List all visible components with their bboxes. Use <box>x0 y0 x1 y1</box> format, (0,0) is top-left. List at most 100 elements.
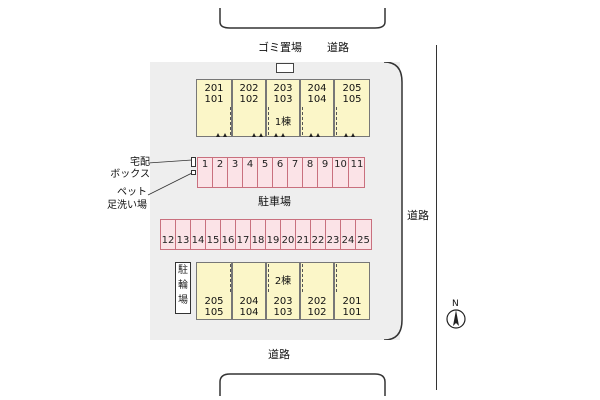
parking-space: 18 <box>251 220 266 249</box>
bicycle-parking: 駐 輪 場 <box>175 262 191 314</box>
parking-number: 19 <box>266 235 280 246</box>
building-1-name: 1棟 <box>274 117 292 128</box>
building-2-name: 2棟 <box>274 276 292 287</box>
building-2-unit: 203 103 <box>266 262 300 320</box>
road-label-right: 道路 <box>407 209 429 222</box>
road-label-top: 道路 <box>327 41 349 54</box>
unit-upper-number: 204 <box>239 296 259 307</box>
unit-upper-number: 205 <box>204 296 224 307</box>
parking-space: 6 <box>273 158 288 187</box>
parking-label: 駐車場 <box>258 195 291 208</box>
parking-space: 16 <box>221 220 236 249</box>
entrance-marker <box>274 133 278 137</box>
parking-space: 5 <box>258 158 273 187</box>
building-1-unit: 204 104 <box>300 79 334 137</box>
parking-space: 3 <box>228 158 243 187</box>
parking-space: 15 <box>206 220 221 249</box>
parking-number: 2 <box>216 159 224 170</box>
building-2-unit: 202 102 <box>300 262 334 320</box>
parking-space: 8 <box>303 158 318 187</box>
unit-lower-number: 102 <box>239 94 259 105</box>
unit-upper-number: 201 <box>204 83 224 94</box>
parking-number: 20 <box>281 235 295 246</box>
parking-number: 17 <box>236 235 250 246</box>
road-right-line <box>436 45 437 390</box>
entrance-marker <box>223 133 227 137</box>
parking-number: 11 <box>350 159 364 170</box>
building-1-unit: 203 103 <box>266 79 300 137</box>
parking-space: 21 <box>296 220 311 249</box>
parking-number: 13 <box>176 235 190 246</box>
entrance-marker <box>252 133 256 137</box>
garbage-area-label: ゴミ置場 <box>258 41 302 54</box>
building-1-unit: 205 105 <box>334 79 370 137</box>
building-2: 205 105 204 104 203 103 202 102 201 101 … <box>196 262 370 320</box>
unit-lower-number: 101 <box>342 307 362 318</box>
parking-number: 4 <box>246 159 254 170</box>
unit-upper-number: 202 <box>239 83 259 94</box>
unit-lower-number: 105 <box>204 307 224 318</box>
stair-line <box>302 107 303 135</box>
parking-number: 1 <box>201 159 209 170</box>
stair-line <box>230 107 231 135</box>
parking-number: 7 <box>291 159 299 170</box>
entrance-marker <box>281 133 285 137</box>
delivery-box-label: 宅配 <box>108 157 150 169</box>
road-bottom-edge <box>219 373 386 396</box>
parking-number: 15 <box>206 235 220 246</box>
site-lot-curve <box>372 62 403 340</box>
parking-number: 16 <box>221 235 235 246</box>
parking-space: 24 <box>341 220 356 249</box>
unit-upper-number: 201 <box>342 296 362 307</box>
unit-upper-number: 202 <box>307 296 327 307</box>
unit-lower-number: 103 <box>273 94 293 105</box>
bicycle-parking-char: 駐 <box>178 265 188 276</box>
pet-wash-label-line: ペット <box>117 187 147 198</box>
unit-lower-number: 104 <box>307 94 327 105</box>
parking-number: 10 <box>334 159 347 170</box>
parking-space: 17 <box>236 220 251 249</box>
delivery-box-label-line: ボックス <box>110 169 150 180</box>
parking-number: 12 <box>161 235 175 246</box>
parking-number: 18 <box>251 235 265 246</box>
building-2-unit: 205 105 <box>196 262 232 320</box>
north-arrow-icon <box>446 309 466 329</box>
bicycle-parking-char: 輪 <box>178 280 188 291</box>
unit-lower-number: 101 <box>204 94 224 105</box>
leader-lines <box>147 159 193 196</box>
stair-line <box>230 264 231 292</box>
parking-space: 12 <box>161 220 176 249</box>
road-label-bottom: 道路 <box>268 348 290 361</box>
parking-number: 6 <box>276 159 284 170</box>
unit-upper-number: 204 <box>307 83 327 94</box>
parking-number: 9 <box>321 159 329 170</box>
parking-number: 21 <box>296 235 310 246</box>
unit-upper-number: 203 <box>273 296 293 307</box>
parking-space: 11 <box>349 158 365 187</box>
parking-number: 22 <box>311 235 325 246</box>
parking-number: 3 <box>231 159 239 170</box>
parking-space: 9 <box>318 158 333 187</box>
road-top-edge <box>219 8 386 29</box>
pet-wash-area <box>191 170 196 175</box>
parking-number: 8 <box>306 159 314 170</box>
parking-space: 7 <box>288 158 303 187</box>
parking-space: 22 <box>311 220 326 249</box>
entrance-marker <box>351 133 355 137</box>
stair-line <box>268 107 269 135</box>
entrance-marker <box>316 133 320 137</box>
building-1-unit: 201 101 <box>196 79 232 137</box>
entrance-marker <box>344 133 348 137</box>
parking-number: 5 <box>261 159 269 170</box>
parking-number: 24 <box>341 235 355 246</box>
parking-space: 13 <box>176 220 191 249</box>
unit-lower-number: 104 <box>239 307 259 318</box>
pet-wash-label-line: 足洗い場 <box>107 200 147 211</box>
unit-lower-number: 105 <box>342 94 362 105</box>
pet-wash-label: ペット <box>103 187 147 199</box>
unit-upper-number: 203 <box>273 83 293 94</box>
stair-line <box>302 264 303 292</box>
unit-upper-number: 205 <box>342 83 362 94</box>
entrance-marker <box>259 133 263 137</box>
delivery-box <box>191 157 196 167</box>
